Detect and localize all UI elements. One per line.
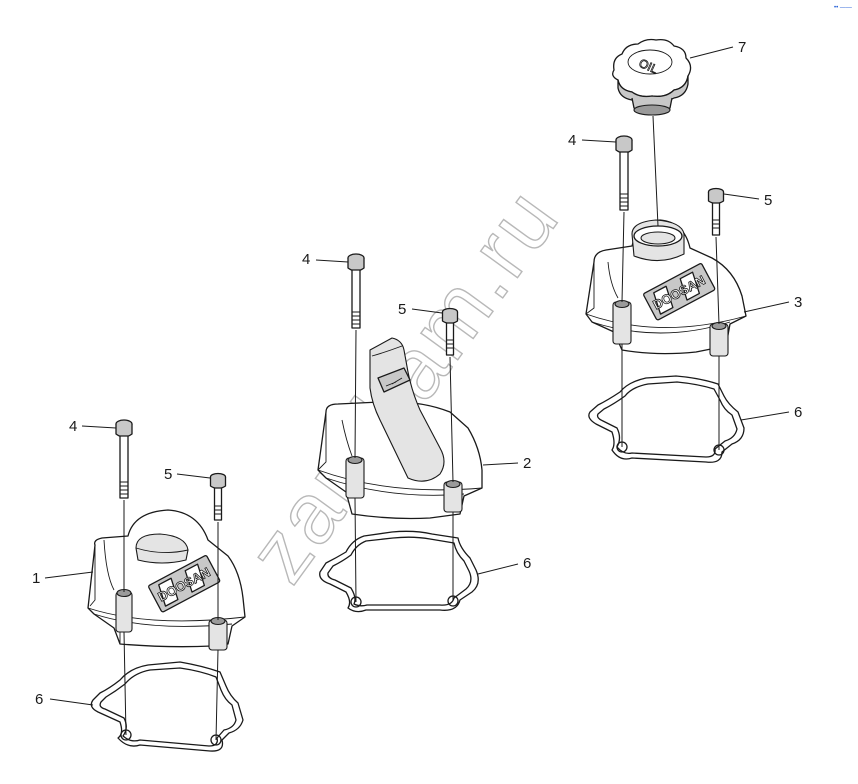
callout-4-right: 4: [568, 132, 617, 149]
oil-filler-cap: OIL: [612, 38, 692, 116]
valve-cover-assembly-left: DOOSAN: [87, 419, 246, 752]
bolt-long-left: [115, 419, 133, 499]
valve-cover-right: DOOSAN: [585, 219, 747, 357]
valve-cover-left: DOOSAN: [87, 509, 246, 651]
bolt-short-left: [209, 472, 227, 521]
gasket-right: [588, 375, 745, 463]
svg-text:2: 2: [523, 455, 531, 472]
callout-4-left: 4: [69, 418, 117, 435]
callout-2: 2: [482, 455, 531, 472]
valve-cover-assembly-right: DOOSAN OIL: [585, 38, 747, 463]
bolt-short-right: [707, 187, 725, 236]
svg-text:7: 7: [738, 39, 746, 56]
callout-4-middle: 4: [302, 251, 349, 268]
svg-text:6: 6: [35, 691, 43, 708]
svg-text:6: 6: [794, 404, 802, 421]
svg-text:6: 6: [523, 555, 531, 572]
callout-3: 3: [743, 294, 802, 313]
callout-5-right: 5: [723, 192, 772, 209]
svg-text:1: 1: [32, 570, 40, 587]
callout-5-middle: 5: [398, 301, 443, 318]
svg-text:5: 5: [398, 301, 406, 318]
valve-cover-middle: [317, 337, 483, 520]
bolt-long-middle: [347, 253, 365, 329]
bolt-short-middle: [441, 307, 459, 356]
callout-1: 1: [32, 570, 94, 587]
callout-6-right: 6: [740, 404, 802, 421]
callout-5-left: 5: [164, 466, 211, 483]
svg-text:5: 5: [764, 192, 772, 209]
gasket-middle: [319, 530, 479, 613]
callout-6-left: 6: [35, 691, 94, 708]
gasket-left: [90, 661, 244, 752]
callout-7: 7: [689, 39, 746, 59]
bolt-long-right: [615, 135, 633, 211]
valve-cover-assembly-middle: [317, 253, 483, 613]
svg-text:4: 4: [302, 251, 310, 268]
svg-text:3: 3: [794, 294, 802, 311]
corner-mark: •• ——: [834, 5, 852, 11]
svg-text:4: 4: [568, 132, 576, 149]
svg-text:5: 5: [164, 466, 172, 483]
svg-text:4: 4: [69, 418, 77, 435]
callout-6-middle: 6: [477, 555, 531, 575]
